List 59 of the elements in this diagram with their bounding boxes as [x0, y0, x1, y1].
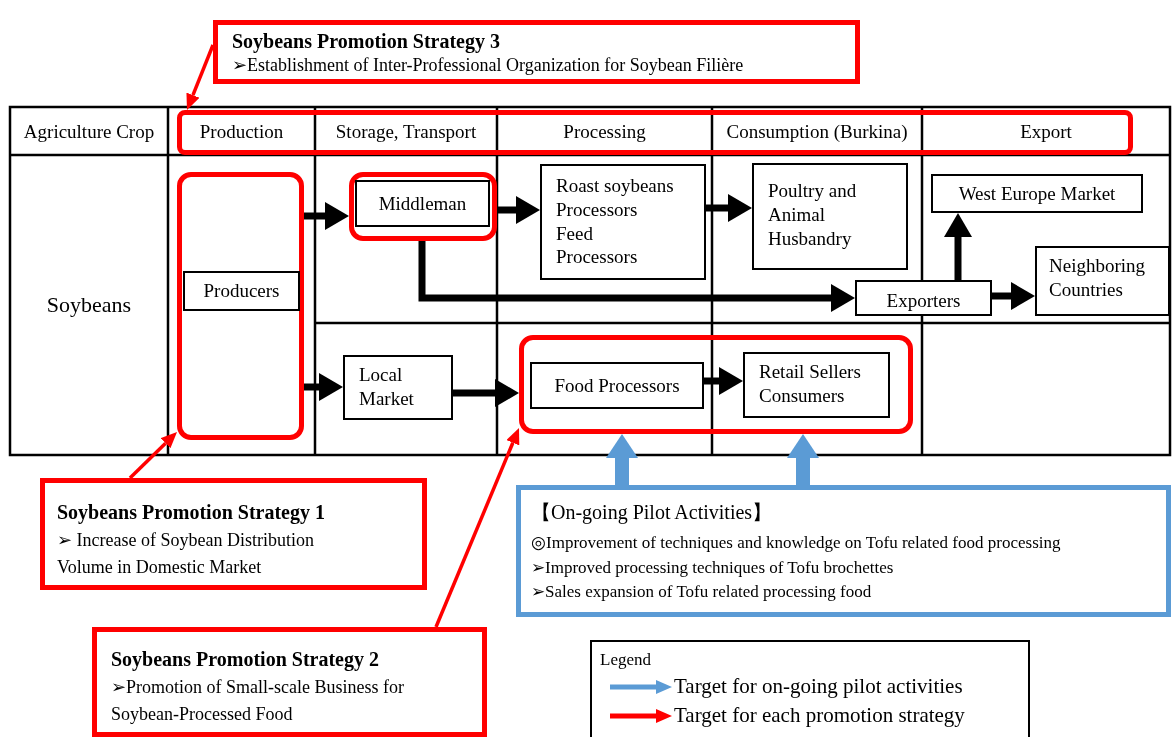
- strategy-text: ➢Establishment of Inter-Professional Organization for Soybean Filière: [232, 54, 744, 77]
- process-box: [752, 163, 908, 270]
- activities-heading: 【On-going Pilot Activities】: [531, 500, 773, 526]
- column-header: Storage, Transport: [335, 121, 477, 143]
- column-header: Consumption (Burkina): [726, 121, 908, 143]
- process-box: [931, 174, 1143, 213]
- box-label: Middleman: [378, 191, 467, 216]
- arrow: [497, 196, 540, 224]
- process-box: [1035, 246, 1170, 316]
- arrow: [128, 432, 177, 480]
- arrow: [186, 44, 215, 110]
- arrow: [992, 282, 1035, 310]
- arrow: [606, 434, 638, 485]
- strategy-heading: Soybeans Promotion Strategy 3: [232, 29, 500, 54]
- strategy-heading: Soybeans Promotion Strategy 2: [111, 647, 379, 673]
- arrow: [434, 428, 520, 628]
- box-label: Food Processors: [554, 373, 680, 398]
- column-header: Export: [1020, 121, 1072, 143]
- activity-item: ➢Sales expansion of Tofu related processing food: [531, 581, 872, 604]
- highlight-frame: [177, 172, 304, 440]
- box-label: Local Market: [359, 363, 415, 411]
- box-label: Neighboring Countries: [1049, 254, 1147, 302]
- highlight-frame: [519, 335, 913, 434]
- activity-item: ➢Improved processing techniques of Tofu brochettes: [531, 556, 894, 579]
- strategy-box: [213, 20, 860, 84]
- strategy-text: ➢Promotion of Small-scale Business for Soybean-Processed Food: [111, 676, 405, 726]
- highlight-frame: [349, 172, 497, 241]
- box-label: Roast soybeans Processors Feed Processors: [556, 174, 675, 269]
- highlight-frame: [177, 110, 1133, 155]
- strategy-box: [92, 627, 487, 737]
- process-box: [355, 180, 490, 227]
- process-box: [530, 362, 704, 409]
- legend-title: Legend: [600, 650, 651, 670]
- row-header: Soybeans: [46, 292, 132, 318]
- legend-text: Target for each promotion strategy: [674, 703, 965, 728]
- box-label: Poultry and Animal Husbandry: [768, 179, 858, 251]
- column-header: Agriculture Crop: [23, 121, 155, 143]
- process-box: [743, 352, 890, 418]
- strategy-heading: Soybeans Promotion Strategy 1: [57, 500, 325, 526]
- arrow: [706, 194, 752, 222]
- process-box: [855, 280, 992, 316]
- process-box: [183, 271, 300, 311]
- arrow: [944, 213, 972, 280]
- process-box: [540, 164, 706, 280]
- box-label: Retail Sellers Consumers: [759, 360, 862, 408]
- legend-text: Target for on-going pilot activities: [674, 674, 963, 699]
- activity-item: ◎Improvement of techniques and knowledge on Tofu related food processing: [531, 532, 1061, 554]
- arrow: [787, 434, 819, 485]
- box-label: Exporters: [886, 289, 961, 313]
- arrow: [453, 379, 519, 407]
- column-header: Production: [199, 121, 284, 143]
- strategy-box: [40, 478, 427, 590]
- process-box: [343, 355, 453, 420]
- strategy-text: ➢ Increase of Soybean Distribution Volume in Domestic Market: [57, 529, 315, 579]
- column-header: Processing: [563, 121, 646, 143]
- box-label: Producers: [203, 279, 280, 303]
- activities-box: [516, 485, 1171, 617]
- box-label: West Europe Market: [958, 181, 1116, 206]
- arrow: [704, 367, 743, 395]
